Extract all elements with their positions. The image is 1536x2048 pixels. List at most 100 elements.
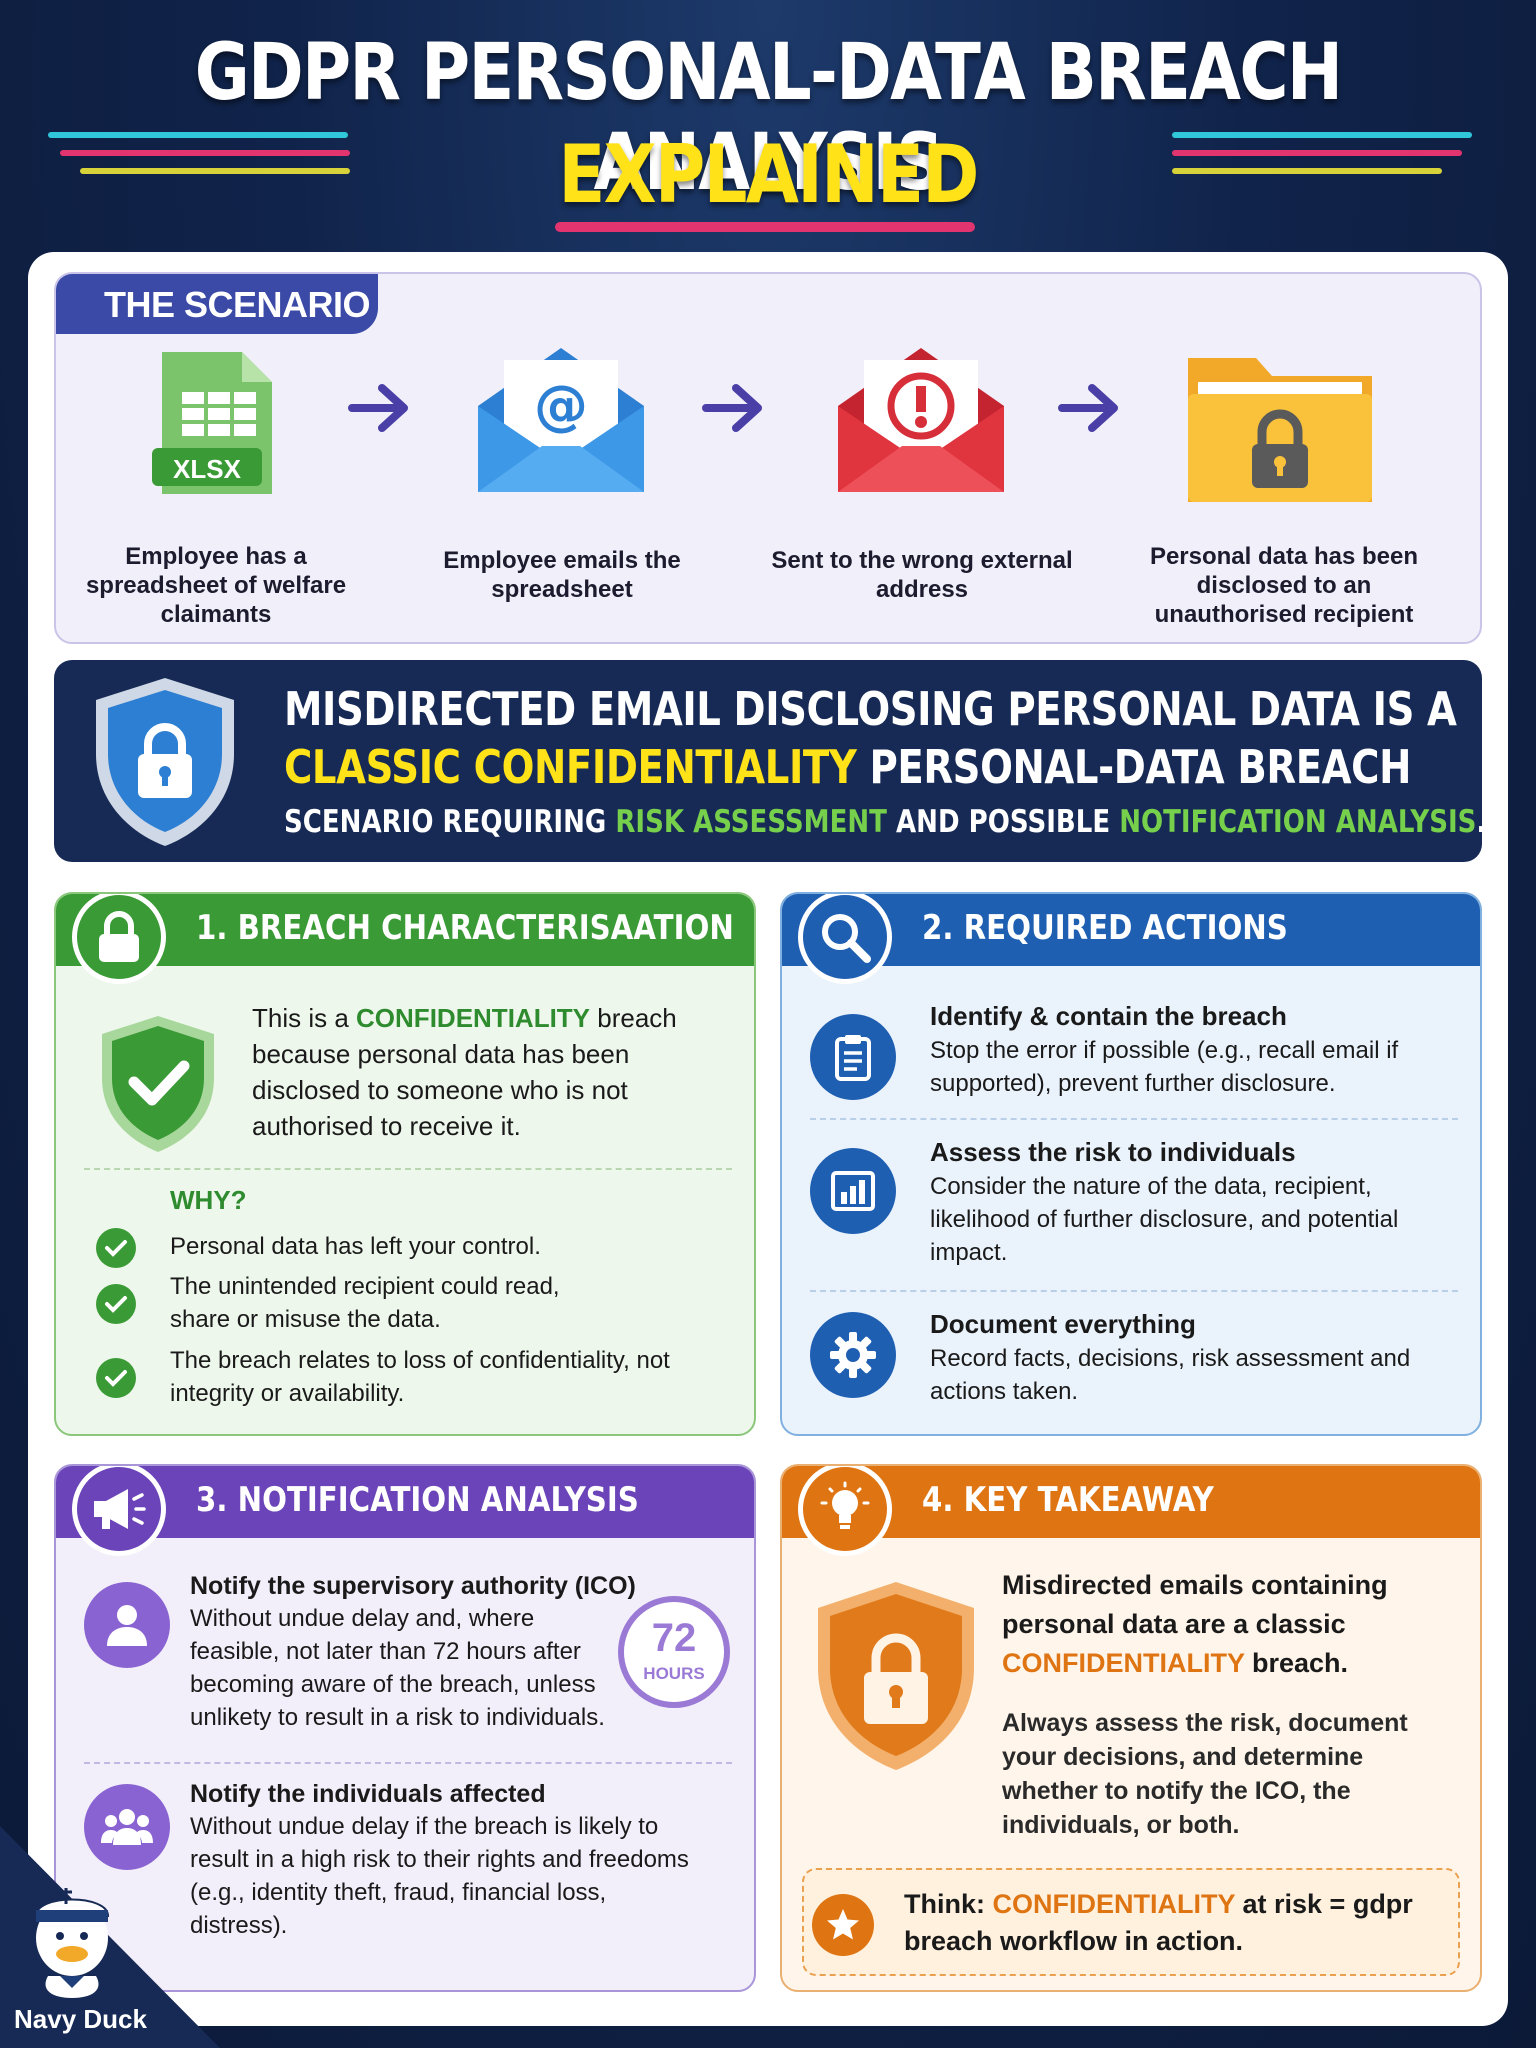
- arrow-right-icon: [702, 384, 762, 432]
- arrow-right-icon: [348, 384, 408, 432]
- confidentiality-highlight: CONFIDENTIALITY: [1002, 1648, 1245, 1678]
- person-icon: [84, 1582, 170, 1668]
- required-actions-section: 2. REQUIRED ACTIONS Identify & contain t…: [780, 892, 1482, 1436]
- banner-highlight: RISK ASSESSMENT: [615, 804, 887, 840]
- gear-icon: [810, 1312, 896, 1398]
- divider: [810, 1290, 1458, 1292]
- bar-chart-icon: [810, 1148, 896, 1234]
- wrong-email-icon: [838, 348, 1004, 492]
- banner-text: PERSONAL-DATA BREACH: [856, 740, 1412, 794]
- star-icon: [812, 1894, 874, 1956]
- notify-body: Without undue delay and, where feasible,…: [190, 1605, 605, 1731]
- banner-line-1: MISDIRECTED EMAIL DISCLOSING PERSONAL DA…: [284, 682, 1457, 736]
- brand-name: Navy Duck: [14, 2004, 147, 2034]
- takeaway-body: Always assess the risk, document your de…: [1002, 1709, 1408, 1839]
- why-label: WHY?: [170, 1185, 247, 1215]
- think-text-part: Think:: [904, 1889, 993, 1919]
- action-body: Consider the nature of the data, recipie…: [930, 1173, 1399, 1266]
- title-underline: [555, 222, 975, 232]
- shield-lock-icon: [96, 678, 234, 846]
- decor-streak: [60, 150, 350, 156]
- notify-heading: Notify the supervisory authority (ICO): [190, 1572, 636, 1600]
- action-heading: Assess the risk to individuals: [930, 1137, 1296, 1167]
- clipboard-icon: [810, 1014, 896, 1100]
- step-label: Personal data has been disclosed to an u…: [1149, 543, 1419, 628]
- step-label: Employee has a spreadsheet of welfare cl…: [85, 543, 347, 628]
- timer-unit: HOURS: [643, 1664, 705, 1683]
- decor-streak: [80, 168, 350, 174]
- page-title: GDPR PERSONAL-DATA BREACH ANALYSIS: [194, 28, 1343, 208]
- section-title: 4. KEY TAKEAWAY: [922, 1480, 1214, 1520]
- page-subtitle: EXPLAINED: [558, 128, 979, 221]
- divider: [810, 1118, 1458, 1120]
- spreadsheet-icon: [152, 352, 272, 494]
- banner-highlight: NOTIFICATION ANALYSIS: [1119, 804, 1477, 840]
- banner-line-2: CLASSIC CONFIDENTIALITY PERSONAL-DATA BR…: [284, 740, 1411, 794]
- check-icon: [96, 1284, 136, 1324]
- banner-line-3: SCENARIO REQUIRING RISK ASSESSMENT AND P…: [284, 804, 1482, 840]
- timer-number: 72: [651, 1616, 697, 1660]
- section-title: 3. NOTIFICATION ANALYSIS: [196, 1480, 639, 1520]
- banner-text: .: [1476, 804, 1482, 840]
- think-text-part: at risk = gdpr breach workflow in action…: [904, 1889, 1413, 1956]
- decor-streak: [1172, 168, 1442, 174]
- lock-icon: [72, 894, 166, 984]
- think-text: Think: CONFIDENTIALITY at risk = gdpr br…: [904, 1886, 1444, 1960]
- action-heading: Identify & contain the breach: [930, 1001, 1287, 1031]
- scenario-tab: THE SCENARIO: [56, 274, 378, 334]
- decor-streak: [1172, 132, 1472, 138]
- banner-text: AND POSSIBLE: [886, 804, 1120, 840]
- email-icon: @: [478, 348, 644, 492]
- breach-characterisation-section: 1. BREACH CHARACTERISAATION This is a CO…: [54, 892, 756, 1436]
- notification-analysis-section: 3. NOTIFICATION ANALYSIS Notify the supe…: [54, 1464, 756, 1992]
- section-header: 3. NOTIFICATION ANALYSIS: [56, 1466, 754, 1556]
- banner-text: SCENARIO REQUIRING: [284, 804, 616, 840]
- takeaway-lead-text: Misdirected emails containing personal d…: [1002, 1570, 1388, 1639]
- lightbulb-icon: [798, 1466, 892, 1556]
- section-header: 2. REQUIRED ACTIONS: [782, 894, 1480, 984]
- svg-text:@: @: [534, 374, 588, 437]
- action-heading: Document everything: [930, 1309, 1196, 1339]
- key-takeaway-section: 4. KEY TAKEAWAY Misdirected emails conta…: [780, 1464, 1482, 1992]
- group-icon: [84, 1784, 170, 1870]
- arrow-right-icon: [1058, 384, 1118, 432]
- takeaway-lead-text: breach.: [1244, 1648, 1349, 1678]
- section-header: 4. KEY TAKEAWAY: [782, 1466, 1480, 1556]
- decor-streak: [1172, 150, 1462, 156]
- takeaway-lead: Misdirected emails containing personal d…: [1002, 1566, 1422, 1683]
- step-label: Sent to the wrong external address: [771, 547, 1073, 603]
- megaphone-icon: [72, 1466, 166, 1556]
- breach-intro: This is a CONFIDENTIALITY breach because…: [252, 1000, 732, 1144]
- divider: [84, 1762, 732, 1764]
- confidentiality-highlight: CONFIDENTIALITY: [356, 1003, 591, 1033]
- reason-item: Personal data has left your control.: [170, 1233, 541, 1260]
- magnifier-icon: [798, 894, 892, 984]
- check-icon: [96, 1358, 136, 1398]
- navy-duck-logo: [0, 1826, 220, 2048]
- reason-item: The breach relates to loss of confidenti…: [170, 1347, 670, 1407]
- decor-streak: [48, 132, 348, 138]
- check-icon: [96, 1228, 136, 1268]
- action-body: Record facts, decisions, risk assessment…: [930, 1345, 1411, 1405]
- header: GDPR PERSONAL-DATA BREACH ANALYSIS EXPLA…: [0, 0, 1536, 250]
- confidentiality-highlight: CONFIDENTIALITY: [992, 1889, 1236, 1919]
- divider: [84, 1168, 732, 1170]
- notify-heading: Notify the individuals affected: [190, 1780, 546, 1808]
- xlsx-badge: XLSX: [173, 454, 241, 484]
- reason-item: The unintended recipient could read, sha…: [170, 1273, 560, 1333]
- banner-highlight: CLASSIC CONFIDENTIALITY: [284, 740, 857, 794]
- section-title: 1. BREACH CHARACTERISAATION: [196, 908, 734, 948]
- section-title: 2. REQUIRED ACTIONS: [922, 908, 1288, 948]
- breach-intro-text: breach because personal data has been di…: [252, 1003, 677, 1141]
- think-callout: Think: CONFIDENTIALITY at risk = gdpr br…: [802, 1868, 1460, 1976]
- shield-lock-icon: [818, 1582, 974, 1770]
- timer-72-hours-icon: 72 HOURS: [618, 1596, 730, 1708]
- locked-folder-icon: [1188, 358, 1372, 502]
- step-label: Employee emails the spreadsheet: [443, 547, 681, 603]
- section-header: 1. BREACH CHARACTERISAATION: [56, 894, 754, 984]
- summary-banner: MISDIRECTED EMAIL DISCLOSING PERSONAL DA…: [54, 660, 1482, 862]
- breach-intro-text: This is a: [252, 1003, 357, 1033]
- scenario-section: THE SCENARIO XLSX Employee has a spreads…: [54, 272, 1482, 644]
- shield-check-icon: [102, 1016, 214, 1152]
- action-body: Stop the error if possible (e.g., recall…: [930, 1037, 1399, 1097]
